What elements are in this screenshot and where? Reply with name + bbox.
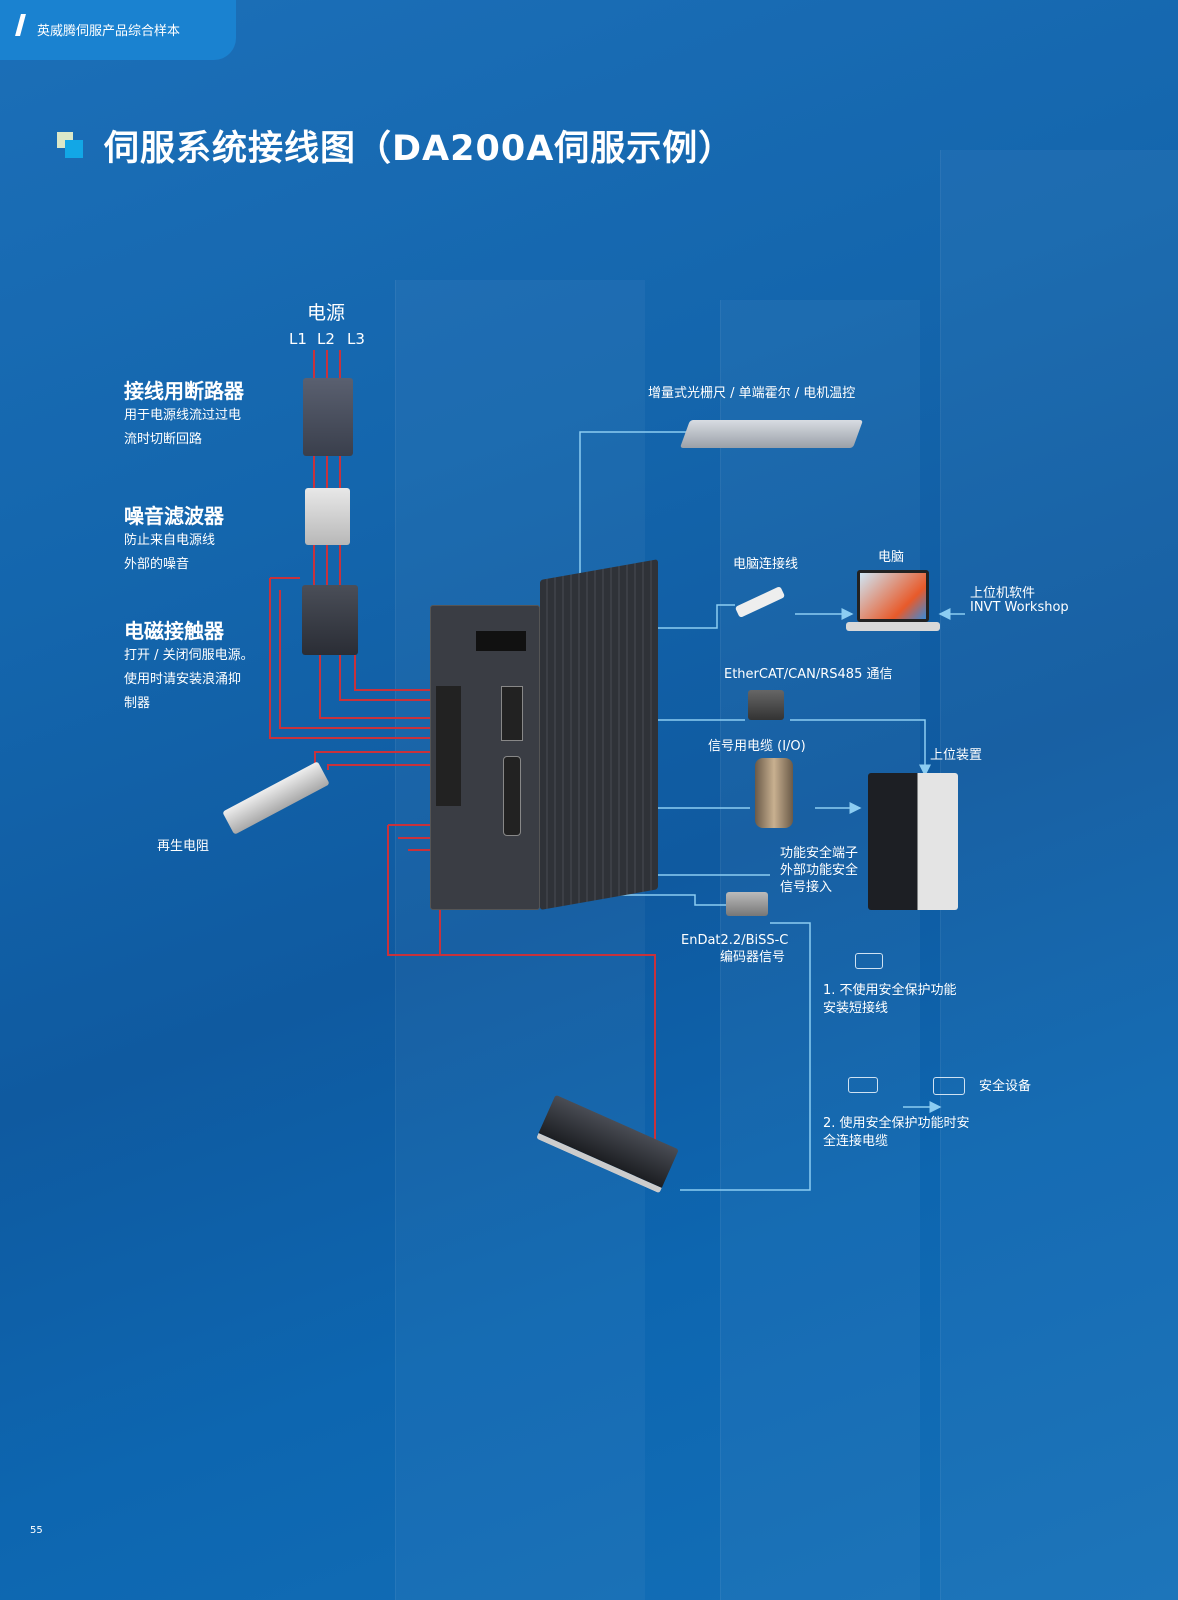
encoder-label: EnDat2.2/BiSS-C 编码器信号 bbox=[681, 932, 789, 966]
drive-display bbox=[476, 631, 526, 651]
laptop-screen bbox=[857, 570, 929, 622]
rj45-connector-image bbox=[748, 690, 784, 720]
ethernet-ports bbox=[501, 686, 523, 741]
regen-resistor-label: 再生电阻 bbox=[157, 839, 210, 854]
page-title: 伺服系统接线图（DA200A伺服示例） bbox=[104, 129, 735, 169]
filter-title: 噪音滤波器 bbox=[124, 504, 224, 528]
safety-device-icon bbox=[933, 1077, 965, 1095]
db-connector-image bbox=[755, 758, 793, 828]
breaker-label: 接线用断路器 用于电源线流过过电 流时切断回路 bbox=[124, 375, 244, 452]
power-terminal bbox=[436, 686, 461, 806]
background-rack bbox=[720, 300, 920, 1600]
option1-text: 1. 不使用安全保护功能 bbox=[823, 983, 957, 998]
software-name: INVT Workshop bbox=[970, 600, 1069, 615]
plc-host-image bbox=[868, 773, 958, 910]
option1-label: 1. 不使用安全保护功能 安装短接线 bbox=[823, 982, 957, 1018]
scale-label: 增量式光栅尺 / 单端霍尔 / 电机温控 bbox=[648, 386, 856, 401]
background-rack bbox=[940, 150, 1178, 1600]
pc-cable-label: 电脑连接线 bbox=[733, 557, 799, 572]
power-label: 电源 bbox=[307, 302, 346, 324]
contactor-title: 电磁接触器 bbox=[124, 619, 224, 643]
safety-device-label: 安全设备 bbox=[979, 1079, 1032, 1094]
phase-l3: L3 bbox=[347, 330, 365, 348]
shorting-plug-icon bbox=[855, 953, 883, 969]
contactor-image bbox=[302, 585, 358, 655]
brochure-title: 英威腾伺服产品综合样本 bbox=[37, 24, 181, 39]
phase-l2: L2 bbox=[317, 330, 335, 348]
comm-label: EtherCAT/CAN/RS485 通信 bbox=[724, 667, 893, 682]
io-cable-label: 信号用电缆 (I/O) bbox=[708, 739, 806, 754]
breaker-title: 接线用断路器 bbox=[124, 379, 244, 403]
pc-label: 电脑 bbox=[878, 550, 905, 565]
servo-drive-front bbox=[430, 605, 540, 910]
breaker-desc: 流时切断回路 bbox=[124, 432, 203, 447]
filter-desc: 防止来自电源线 bbox=[124, 533, 216, 548]
encoder-text: EnDat2.2/BiSS-C bbox=[681, 933, 789, 948]
contactor-label: 电磁接触器 打开 / 关闭伺服电源。 使用时请安装浪涌抑 制器 bbox=[124, 615, 254, 716]
option2-label: 2. 使用安全保护功能时安 全连接电缆 bbox=[823, 1115, 970, 1151]
software-label: 上位机软件 bbox=[970, 586, 1036, 601]
option1-text: 安装短接线 bbox=[823, 1001, 889, 1016]
contactor-desc: 制器 bbox=[124, 696, 151, 711]
filter-desc: 外部的噪音 bbox=[124, 557, 190, 572]
phase-l1: L1 bbox=[289, 330, 307, 348]
safety-text: 功能安全端子 bbox=[780, 846, 859, 861]
safety-cable-icon bbox=[848, 1077, 878, 1093]
encoder-text: 编码器信号 bbox=[719, 950, 785, 965]
servo-drive-side bbox=[540, 559, 658, 910]
title-square-icon bbox=[65, 140, 83, 158]
option2-text: 全连接电缆 bbox=[823, 1134, 889, 1149]
io-port bbox=[503, 756, 521, 836]
contactor-desc: 打开 / 关闭伺服电源。 bbox=[124, 648, 254, 663]
breaker-desc: 用于电源线流过过电 bbox=[124, 408, 242, 423]
laptop-base bbox=[846, 622, 940, 631]
circuit-breaker-image bbox=[303, 378, 353, 456]
noise-filter-image bbox=[305, 488, 350, 545]
linear-scale-image bbox=[679, 420, 864, 448]
option2-text: 2. 使用安全保护功能时安 bbox=[823, 1116, 970, 1131]
safety-text: 外部功能安全 bbox=[780, 863, 859, 878]
header-tab: 英威腾伺服产品综合样本 bbox=[0, 0, 236, 60]
page-number: 55 bbox=[30, 1525, 43, 1536]
host-label: 上位装置 bbox=[930, 748, 983, 763]
safety-text: 信号接入 bbox=[780, 880, 833, 895]
contactor-desc: 使用时请安装浪涌抑 bbox=[124, 672, 242, 687]
safety-label: 功能安全端子 外部功能安全 信号接入 bbox=[780, 845, 858, 896]
encoder-connector-image bbox=[726, 892, 768, 916]
filter-label: 噪音滤波器 防止来自电源线 外部的噪音 bbox=[124, 500, 224, 577]
background-rack bbox=[395, 280, 645, 1600]
